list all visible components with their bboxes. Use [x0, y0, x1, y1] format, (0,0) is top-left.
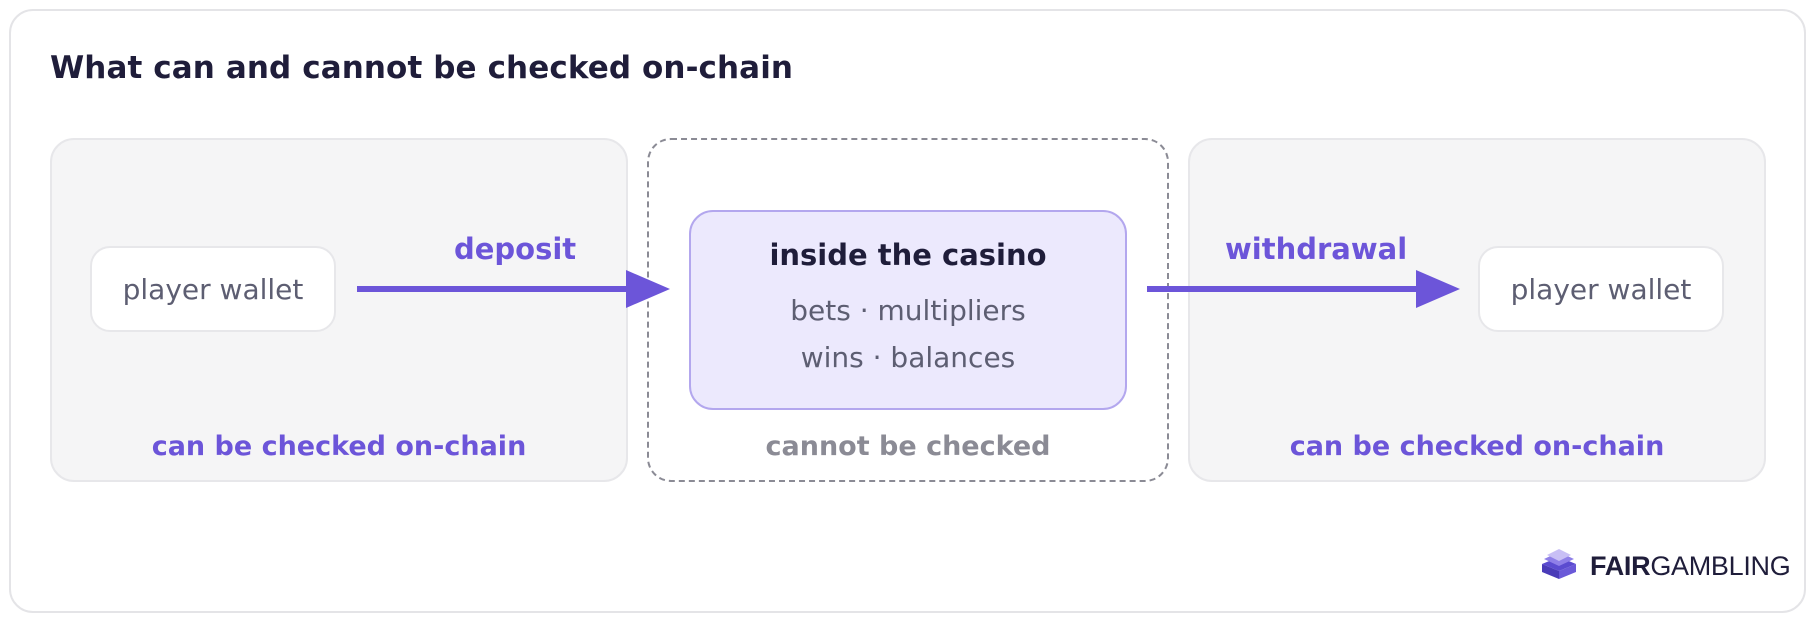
casino-line-wins: wins · balances: [800, 341, 1016, 374]
player-wallet-source: player wallet: [90, 246, 336, 332]
brand-regular: GAMBLING: [1650, 550, 1791, 581]
fairgambling-logo: FAIRGAMBLING: [1538, 544, 1791, 588]
zone-label-right: can be checked on-chain: [1289, 431, 1665, 462]
brand-wordmark: FAIRGAMBLING: [1590, 550, 1791, 582]
casino-line-bets: bets · multipliers: [790, 294, 1026, 327]
withdrawal-arrow: [1147, 270, 1460, 308]
deposit-arrow: [357, 270, 670, 308]
zone-label-left: can be checked on-chain: [151, 431, 527, 462]
page-title: What can and cannot be checked on-chain: [50, 50, 794, 86]
casino-title: inside the casino: [769, 238, 1047, 272]
layered-diamond-logo-icon: [1542, 549, 1576, 579]
brand-bold: FAIR: [1590, 550, 1651, 581]
deposit-label: deposit: [454, 232, 577, 266]
withdrawal-label: withdrawal: [1225, 232, 1408, 266]
zone-label-middle: cannot be checked: [765, 431, 1051, 462]
player-wallet-destination: player wallet: [1478, 246, 1724, 332]
casino-node: inside the casino bets · multipliers win…: [689, 210, 1127, 410]
zone-checkable-left: can be checked on-chain: [50, 138, 628, 482]
